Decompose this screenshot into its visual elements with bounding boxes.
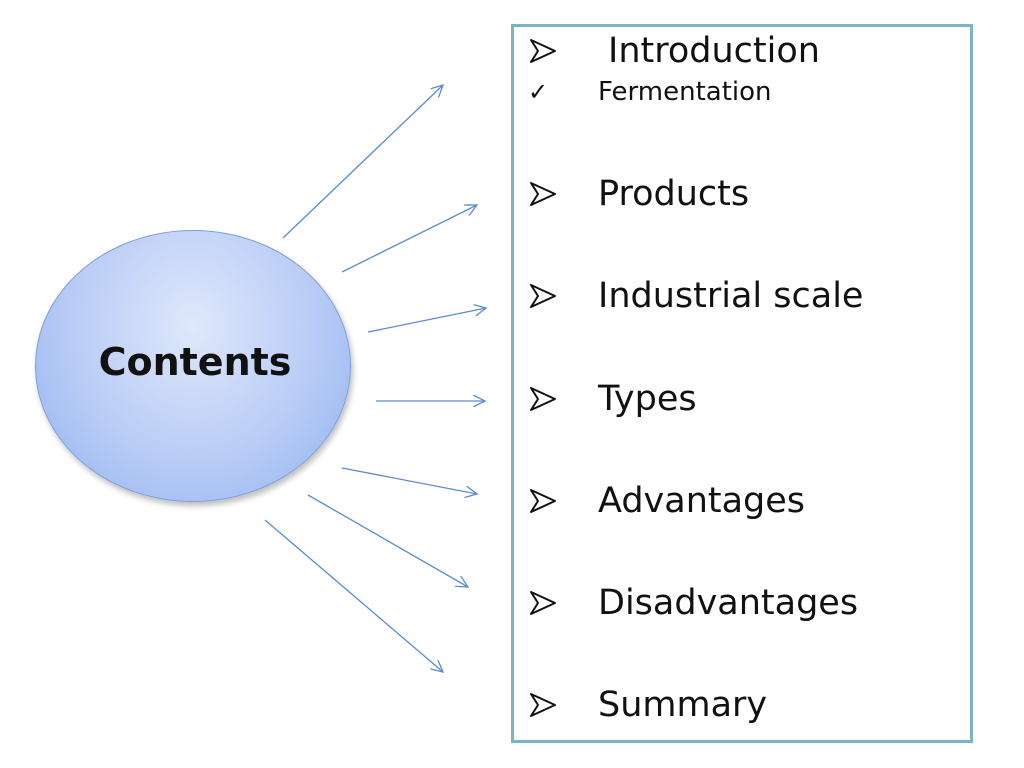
arrow-bullet-icon: [530, 284, 556, 308]
arrow-bullet-icon: [530, 591, 556, 615]
arrow-industrial-scale: [367, 308, 486, 333]
check-mark-icon: ✓: [528, 78, 549, 106]
list-item-introduction: Introduction: [528, 31, 820, 71]
list-subitem-label: Fermentation: [598, 77, 772, 107]
list-item-label: Disadvantages: [598, 583, 859, 623]
list-item-disadvantages: Disadvantages: [528, 583, 858, 623]
list-item-types: Types: [528, 379, 697, 419]
list-item-industrial-scale: Industrial scale: [528, 276, 863, 316]
list-item-label: Products: [598, 174, 750, 214]
contents-label: Contents: [98, 340, 292, 384]
list-item-summary: Summary: [528, 685, 767, 725]
arrow-summary: [264, 519, 443, 672]
arrow-bullet-icon: [530, 387, 556, 411]
list-item-label: Summary: [598, 685, 768, 725]
arrow-bullet-icon: [530, 182, 556, 206]
contents-ellipse: Contents: [35, 230, 351, 502]
list-item-label: Advantages: [598, 481, 806, 521]
list-subitem-fermentation: ✓ Fermentation: [528, 77, 772, 107]
arrow-bullet-icon: [530, 39, 556, 63]
list-item-label: Introduction: [608, 31, 820, 71]
list-item-advantages: Advantages: [528, 481, 805, 521]
list-item-label: Types: [598, 379, 697, 419]
contents-list-box: Introduction ✓ Fermentation Products Ind…: [511, 24, 973, 743]
arrow-bullet-icon: [530, 489, 556, 513]
arrow-advantages: [341, 467, 477, 494]
arrow-bullet-icon: [530, 693, 556, 717]
arrow-disadvantages: [307, 494, 468, 587]
list-item-label: Industrial scale: [598, 276, 864, 316]
list-item-products: Products: [528, 174, 749, 214]
arrow-introduction: [282, 85, 443, 239]
arrow-products: [341, 205, 477, 273]
